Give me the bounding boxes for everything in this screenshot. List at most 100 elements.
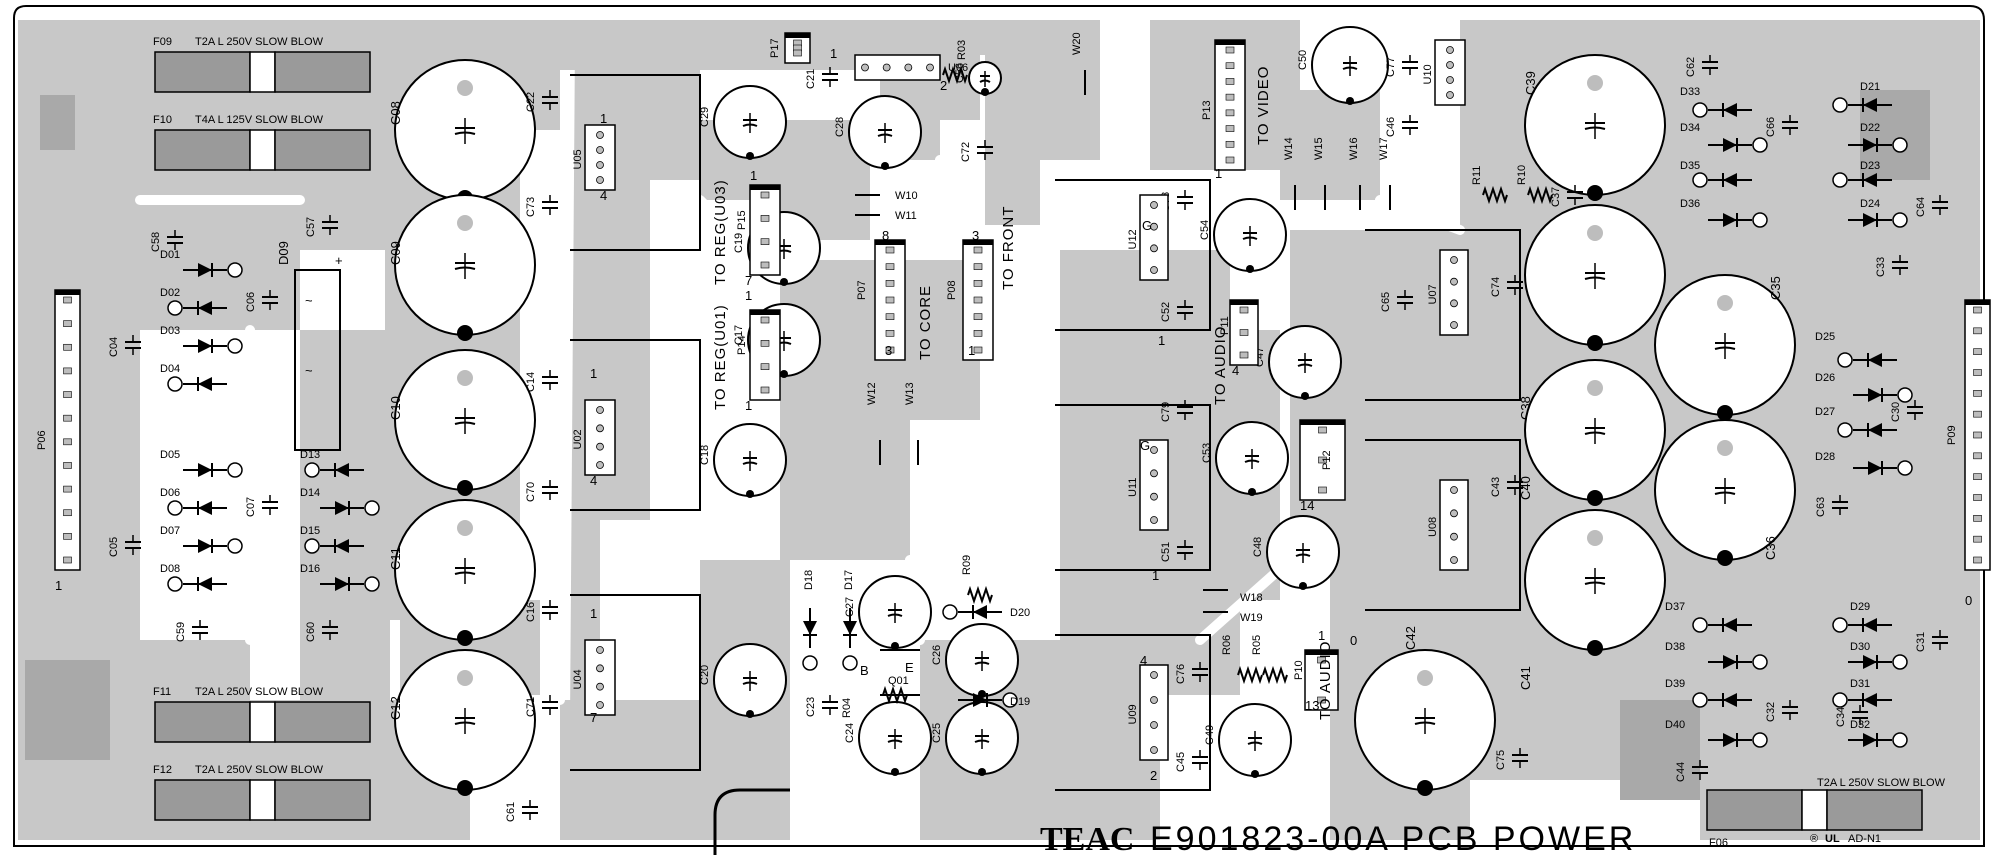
connector-label: P07 (856, 280, 868, 300)
diode: D07 (160, 525, 243, 554)
board-outline (13, 5, 1985, 847)
wire-jumper: W14 (1283, 137, 1296, 210)
pin-number: 2 (940, 78, 947, 93)
capacitor-label: C57 (305, 217, 317, 237)
capacitor-label: C63 (1815, 497, 1827, 517)
diode-label: D20 (1010, 607, 1030, 619)
pin-number: G (1142, 218, 1152, 233)
ceramic-capacitor: C60 (305, 620, 338, 642)
ul-mark: ® (1810, 833, 1818, 845)
diode-label: D13 (300, 449, 320, 461)
resistor-label: R11 (1471, 166, 1483, 185)
diode-label: D18 (803, 570, 815, 590)
board-slot (713, 788, 790, 855)
diode: D38 (1665, 641, 1768, 670)
capacitor-label: C29 (699, 107, 711, 127)
capacitor-label: C25 (931, 723, 943, 743)
transistor-label: Q01 (888, 675, 909, 687)
pin-number: 3 (885, 343, 892, 358)
diode-label: D29 (1850, 601, 1870, 613)
connector-header: P11 (1219, 299, 1259, 366)
jumper-label: W19 (1240, 612, 1263, 624)
diode-label: D35 (1680, 160, 1700, 172)
capacitor-label: C79 (1160, 402, 1172, 422)
jumper-label: W10 (895, 190, 918, 202)
part-number: E901823-00A PCB POWER (1150, 820, 1636, 858)
pin-number: 1 (590, 606, 597, 621)
electrolytic-capacitor: C09 (388, 194, 536, 341)
ceramic-capacitor: C65 (1380, 290, 1413, 312)
resistor: R03 (942, 40, 968, 85)
capacitor-label: C53 (1201, 443, 1213, 463)
to-reg-u03-label: TO REG(U03) (712, 179, 729, 285)
electrolytic-capacitor: C49 (1204, 703, 1292, 778)
svg-text:+: + (335, 253, 343, 268)
diode-label: D28 (1815, 451, 1835, 463)
diode: D29 (1832, 601, 1892, 633)
pin-number: 4 (1140, 653, 1147, 668)
electrolytic-capacitor: C25 (931, 701, 1019, 776)
jumper-label: W18 (1240, 592, 1263, 604)
capacitor-label: C32 (1765, 702, 1777, 722)
ceramic-capacitor: C71 (525, 695, 558, 717)
electrolytic-capacitor: C24 (844, 701, 932, 776)
jumper-label: W20 (1071, 32, 1083, 55)
ceramic-capacitor: C34 (1835, 705, 1868, 727)
to-video-label: TO VIDEO (1255, 66, 1272, 145)
connector-labels: TO REG(U03) TO REG(U01) TO CORE TO FRONT… (712, 66, 1334, 720)
capacitor-label: C04 (108, 337, 120, 357)
capacitor-label: C76 (1175, 664, 1187, 684)
connector-label: P12 (1321, 450, 1333, 470)
connector-header: P12 (1299, 419, 1346, 501)
diode-label: D32 (1850, 719, 1870, 731)
diode-label: D36 (1680, 198, 1700, 210)
ceramic-capacitor: C16 (525, 600, 558, 622)
capacitor-label: C37 (1550, 187, 1562, 207)
pin-number: 1 (968, 343, 975, 358)
capacitor-label: C44 (1675, 762, 1687, 782)
capacitor-label: C12 (388, 696, 403, 720)
to-audio-p10-label: TO AUDIO (1317, 641, 1334, 720)
ceramic-capacitor: C05 (108, 535, 141, 557)
pin-number: 4 (1232, 363, 1239, 378)
ic-label: U02 (572, 429, 584, 449)
capacitor-label: C61 (505, 802, 517, 822)
diode: D31 (1832, 678, 1892, 708)
diode: D15 (300, 525, 364, 554)
pin-number: 1 (750, 168, 757, 183)
ceramic-capacitor: C07 (245, 495, 278, 517)
svg-text:~: ~ (305, 293, 313, 308)
electrolytic-capacitor: C38 (1518, 204, 1666, 420)
electrolytic-capacitor: C53 (1201, 421, 1289, 496)
ceramic-capacitor: C79 (1160, 400, 1193, 422)
diode-label: D40 (1665, 719, 1685, 731)
jumper-label: W12 (866, 382, 878, 405)
pin-number: 7 (590, 710, 597, 725)
capacitor-label: C58 (150, 232, 162, 252)
fuse-rating: T2A L 250V SLOW BLOW (1817, 777, 1946, 789)
electrolytic-capacitor: C11 (388, 499, 536, 646)
diode-label: D03 (160, 325, 180, 337)
to-front-label: TO FRONT (1000, 206, 1017, 290)
to-reg-u01-label: TO REG(U01) (712, 304, 729, 410)
wire-jumper: W13 (904, 382, 919, 465)
connector-header: P15 (736, 184, 781, 276)
jumper-label: W17 (1378, 137, 1390, 160)
diode: D16 (300, 563, 380, 592)
diode-label: D34 (1680, 122, 1700, 134)
ceramic-capacitor: C66 (1765, 115, 1798, 137)
capacitor-label: C16 (525, 602, 537, 622)
diode-label: D30 (1850, 641, 1870, 653)
ic-label: U09 (1127, 704, 1139, 724)
capacitor-label: C28 (834, 117, 846, 137)
diode: D32 (1848, 719, 1908, 748)
connector-label: P17 (769, 38, 781, 58)
diode: D06 (160, 487, 227, 516)
diode: D34 (1680, 122, 1768, 153)
diode-label: D05 (160, 449, 180, 461)
diode: D28 (1815, 451, 1913, 476)
capacitor-label: C52 (1160, 302, 1172, 322)
ceramic-capacitor: C62 (1685, 55, 1718, 77)
